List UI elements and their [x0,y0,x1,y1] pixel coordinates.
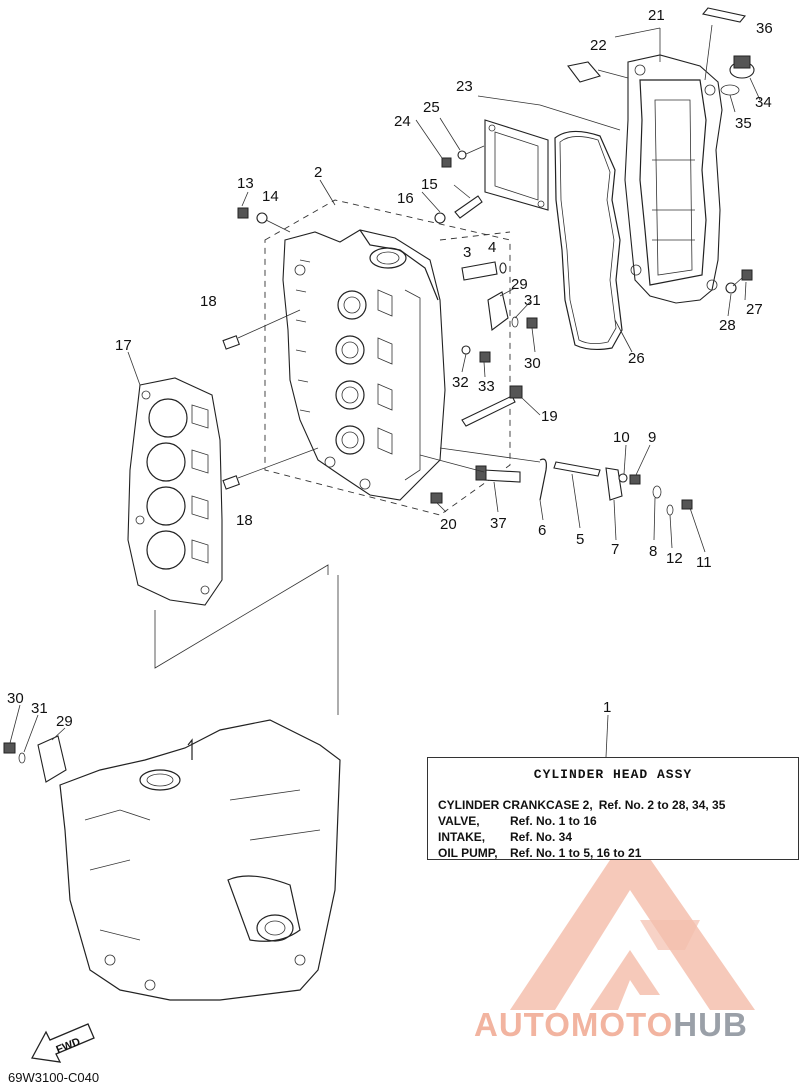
callout-4: 4 [488,239,496,256]
callout-15: 15 [421,176,438,193]
callout-9: 9 [648,429,656,446]
legend-row-value: Ref. No. 1 to 5, 16 to 21 [510,846,642,860]
callout-2: 2 [314,164,322,181]
callout-numbers: 1 2 3 4 5 6 7 8 9 10 11 12 13 14 15 16 1… [7,7,773,730]
legend-row-value: Ref. No. 2 to 28, 34, 35 [598,798,726,812]
watermark-text-part1: AUTOMOTO [474,1006,674,1043]
callout-22: 22 [590,37,607,54]
head-cover [624,54,723,304]
callout-31a: 31 [524,292,541,309]
forward-arrow-icon: FWD [30,1023,95,1063]
callout-7: 7 [611,541,619,558]
callout-10: 10 [613,429,630,446]
callout-28: 28 [719,317,736,334]
callout-16: 16 [397,190,414,207]
legend-row-value: Ref. No. 34 [510,830,573,844]
callout-21: 21 [648,7,665,24]
legend-row: INTAKE, Ref. No. 34 [438,830,572,844]
watermark-text: AUTOMOTOHUB [474,1006,748,1044]
callout-29b: 29 [56,713,73,730]
legend-box: CYLINDER HEAD ASSY CYLINDER CRANKCASE 2,… [427,757,799,860]
callout-34: 34 [755,94,772,111]
callout-32: 32 [452,374,469,391]
legend-title: CYLINDER HEAD ASSY [533,767,693,782]
callout-27: 27 [746,301,763,318]
callout-12: 12 [666,550,683,567]
callout-13: 13 [237,175,254,192]
callout-1: 1 [603,699,611,716]
legend-row: OIL PUMP, Ref. No. 1 to 5, 16 to 21 [438,846,641,860]
diagram-code: 69W3100-C040 [8,1070,100,1085]
callout-20: 20 [440,516,457,533]
callout-35: 35 [735,115,752,132]
legend-row: VALVE, Ref. No. 1 to 16 [438,814,597,828]
callout-8: 8 [649,543,657,560]
callout-6: 6 [538,522,546,539]
legend-row-key: OIL PUMP, [438,846,498,860]
cover-plate [484,119,549,211]
crankcase [3,719,341,1001]
assembly-dashed-box [264,199,511,516]
head-gasket [127,377,223,606]
legend-row-key: CYLINDER CRANKCASE 2, [438,798,593,812]
legend-row-key: INTAKE, [438,830,486,844]
callout-37: 37 [490,515,507,532]
callout-17: 17 [115,337,132,354]
callout-19: 19 [541,408,558,425]
callout-30b: 30 [7,690,24,707]
callout-30a: 30 [524,355,541,372]
cover-gasket [554,130,623,351]
watermark-text-part2: HUB [673,1006,748,1043]
callout-18b: 18 [236,512,253,529]
callout-25: 25 [423,99,440,116]
fasteners [237,7,755,516]
dowel-pins [222,309,319,490]
leader-lines [9,24,761,758]
watermark-logo [510,830,755,1010]
callout-23: 23 [456,78,473,95]
legend-row-value: Ref. No. 1 to 16 [510,814,597,828]
callout-26: 26 [628,350,645,367]
callout-11: 11 [696,554,712,571]
callout-3: 3 [463,244,471,261]
legend-row-key: VALVE, [438,814,480,828]
callout-5: 5 [576,531,584,548]
cylinder-head [282,229,446,501]
callout-24: 24 [394,113,411,130]
callout-36: 36 [756,20,773,37]
callout-31b: 31 [31,700,48,717]
legend-row: CYLINDER CRANKCASE 2, Ref. No. 2 to 28, 3… [438,798,725,812]
callout-29a: 29 [511,276,528,293]
callout-18a: 18 [200,293,217,310]
callout-14: 14 [262,188,279,205]
callout-33: 33 [478,378,495,395]
